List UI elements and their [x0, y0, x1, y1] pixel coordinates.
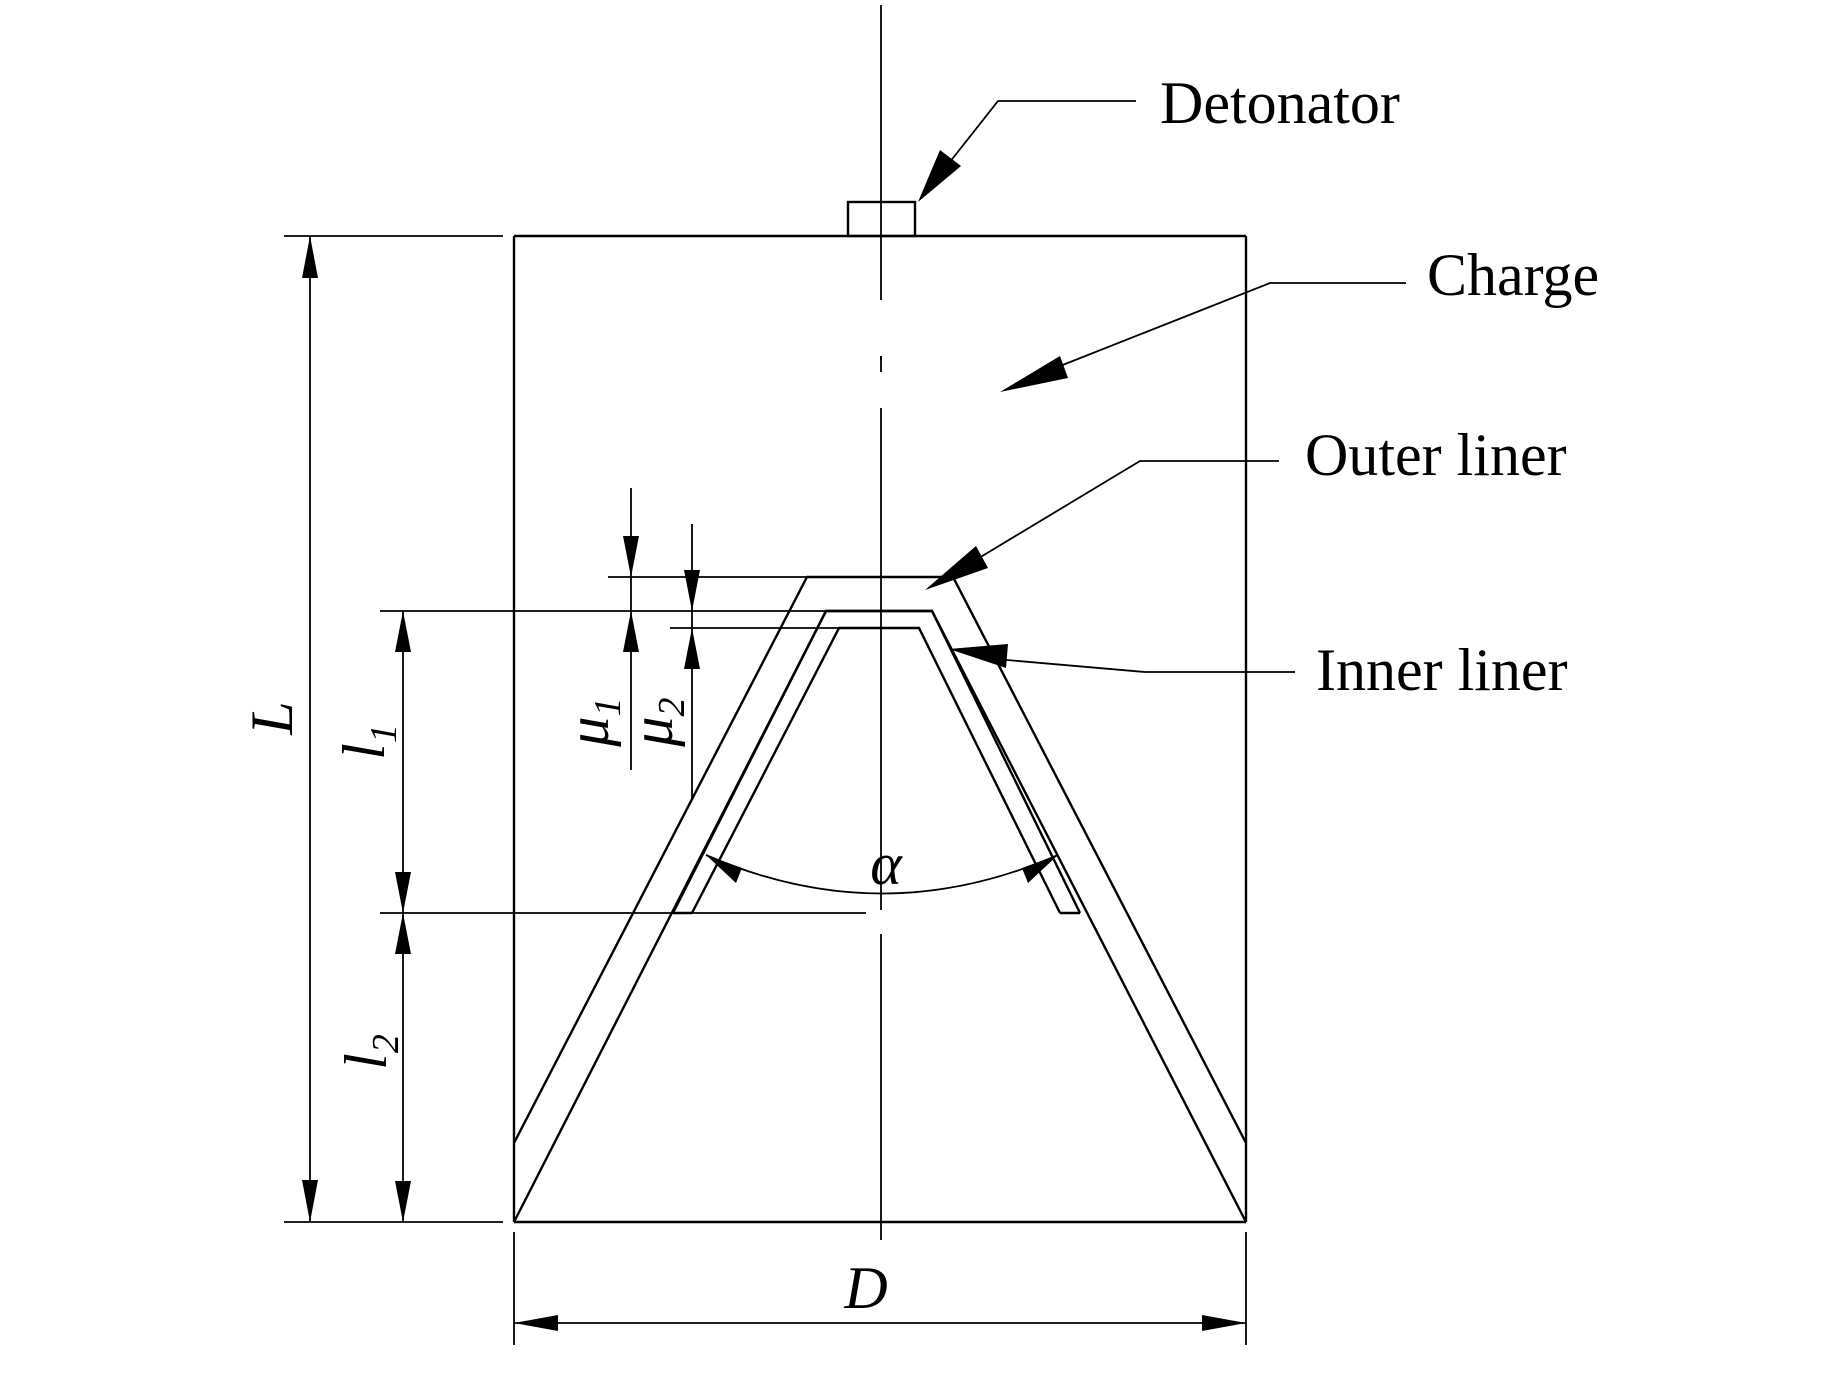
charge-label: Charge [1427, 242, 1599, 308]
dimension-mu2-label: μ2 [619, 697, 693, 747]
svg-text:l1: l1 [331, 724, 405, 760]
extension-lines [284, 235, 1247, 1345]
dimension-L-label: L [239, 701, 305, 735]
dimension-mu2 [684, 524, 700, 800]
outer-liner [512, 575, 1248, 1223]
cone-angle-label: α [870, 831, 903, 897]
detonator-leader [918, 100, 1136, 202]
dimension-l1-label: l1 [331, 724, 405, 760]
detonator-label: Detonator [1160, 70, 1400, 136]
dimension-mu1-label: μ1 [555, 697, 629, 747]
svg-text:μ2: μ2 [619, 697, 693, 747]
dimension-D-label: D [843, 1255, 887, 1321]
svg-text:μ1: μ1 [555, 697, 629, 747]
dimension-l1 [395, 611, 411, 913]
dimension-l2-label: l2 [333, 1034, 407, 1070]
cone-angle-arc [705, 854, 1059, 895]
svg-text:l2: l2 [333, 1034, 407, 1070]
outer-liner-leader [925, 460, 1279, 590]
inner-liner-label: Inner liner [1316, 637, 1568, 703]
dimension-mu1 [623, 488, 639, 770]
inner-liner-leader [949, 644, 1295, 673]
dimension-D [514, 1315, 1246, 1331]
charge-leader [1000, 282, 1406, 392]
dimension-l2 [395, 913, 411, 1222]
dimension-L [302, 236, 318, 1222]
outer-liner-label: Outer liner [1305, 422, 1567, 488]
